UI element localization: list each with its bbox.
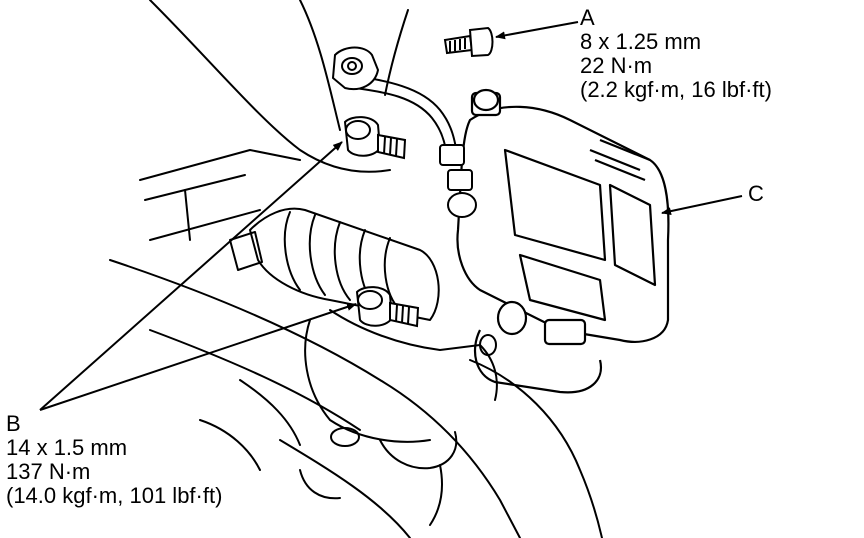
leader-b-upper	[39, 141, 343, 411]
brake-caliper-drawing	[456, 88, 670, 394]
leader-b-lower	[39, 303, 357, 411]
bolt-b-upper-drawing	[343, 116, 407, 160]
callout-a-size: 8 x 1.25 mm	[580, 29, 702, 54]
leader-a	[495, 21, 579, 40]
bolt-b-lower-drawing	[355, 286, 420, 328]
suspension-knuckle-drawing	[109, 0, 603, 538]
callout-a-torque: 22 N·m	[580, 53, 653, 78]
callout-b-torque: 137 N·m	[6, 459, 91, 484]
cv-boot-drawing	[229, 207, 440, 321]
leader-c	[661, 195, 743, 216]
callout-b-torque-alt: (14.0 kgf·m, 101 lbf·ft)	[6, 483, 223, 508]
callout-a-torque-alt: (2.2 kgf·m, 16 lbf·ft)	[580, 77, 772, 102]
callout-a-letter: A	[580, 5, 595, 30]
callout-c-letter: C	[748, 181, 764, 206]
callout-b-size: 14 x 1.5 mm	[6, 435, 128, 460]
brake-hose-drawing	[331, 46, 477, 218]
callout-b: B 14 x 1.5 mm 137 N·m (14.0 kgf·m, 101 l…	[6, 412, 222, 508]
callout-b-letter: B	[6, 411, 21, 436]
leader-lines	[39, 21, 743, 411]
bolt-a-drawing	[443, 26, 494, 58]
callout-a: A 8 x 1.25 mm 22 N·m (2.2 kgf·m, 16 lbf·…	[580, 6, 772, 102]
